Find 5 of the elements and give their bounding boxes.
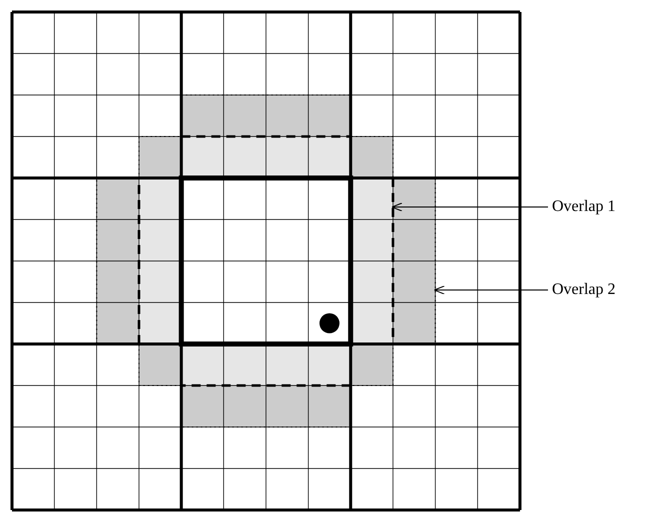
leader-line bbox=[391, 202, 548, 212]
callout-label: Overlap 1 bbox=[552, 198, 616, 216]
callout-label: Overlap 2 bbox=[552, 281, 616, 300]
leader-line bbox=[434, 286, 548, 295]
outer-overlap-region bbox=[96, 94, 436, 428]
